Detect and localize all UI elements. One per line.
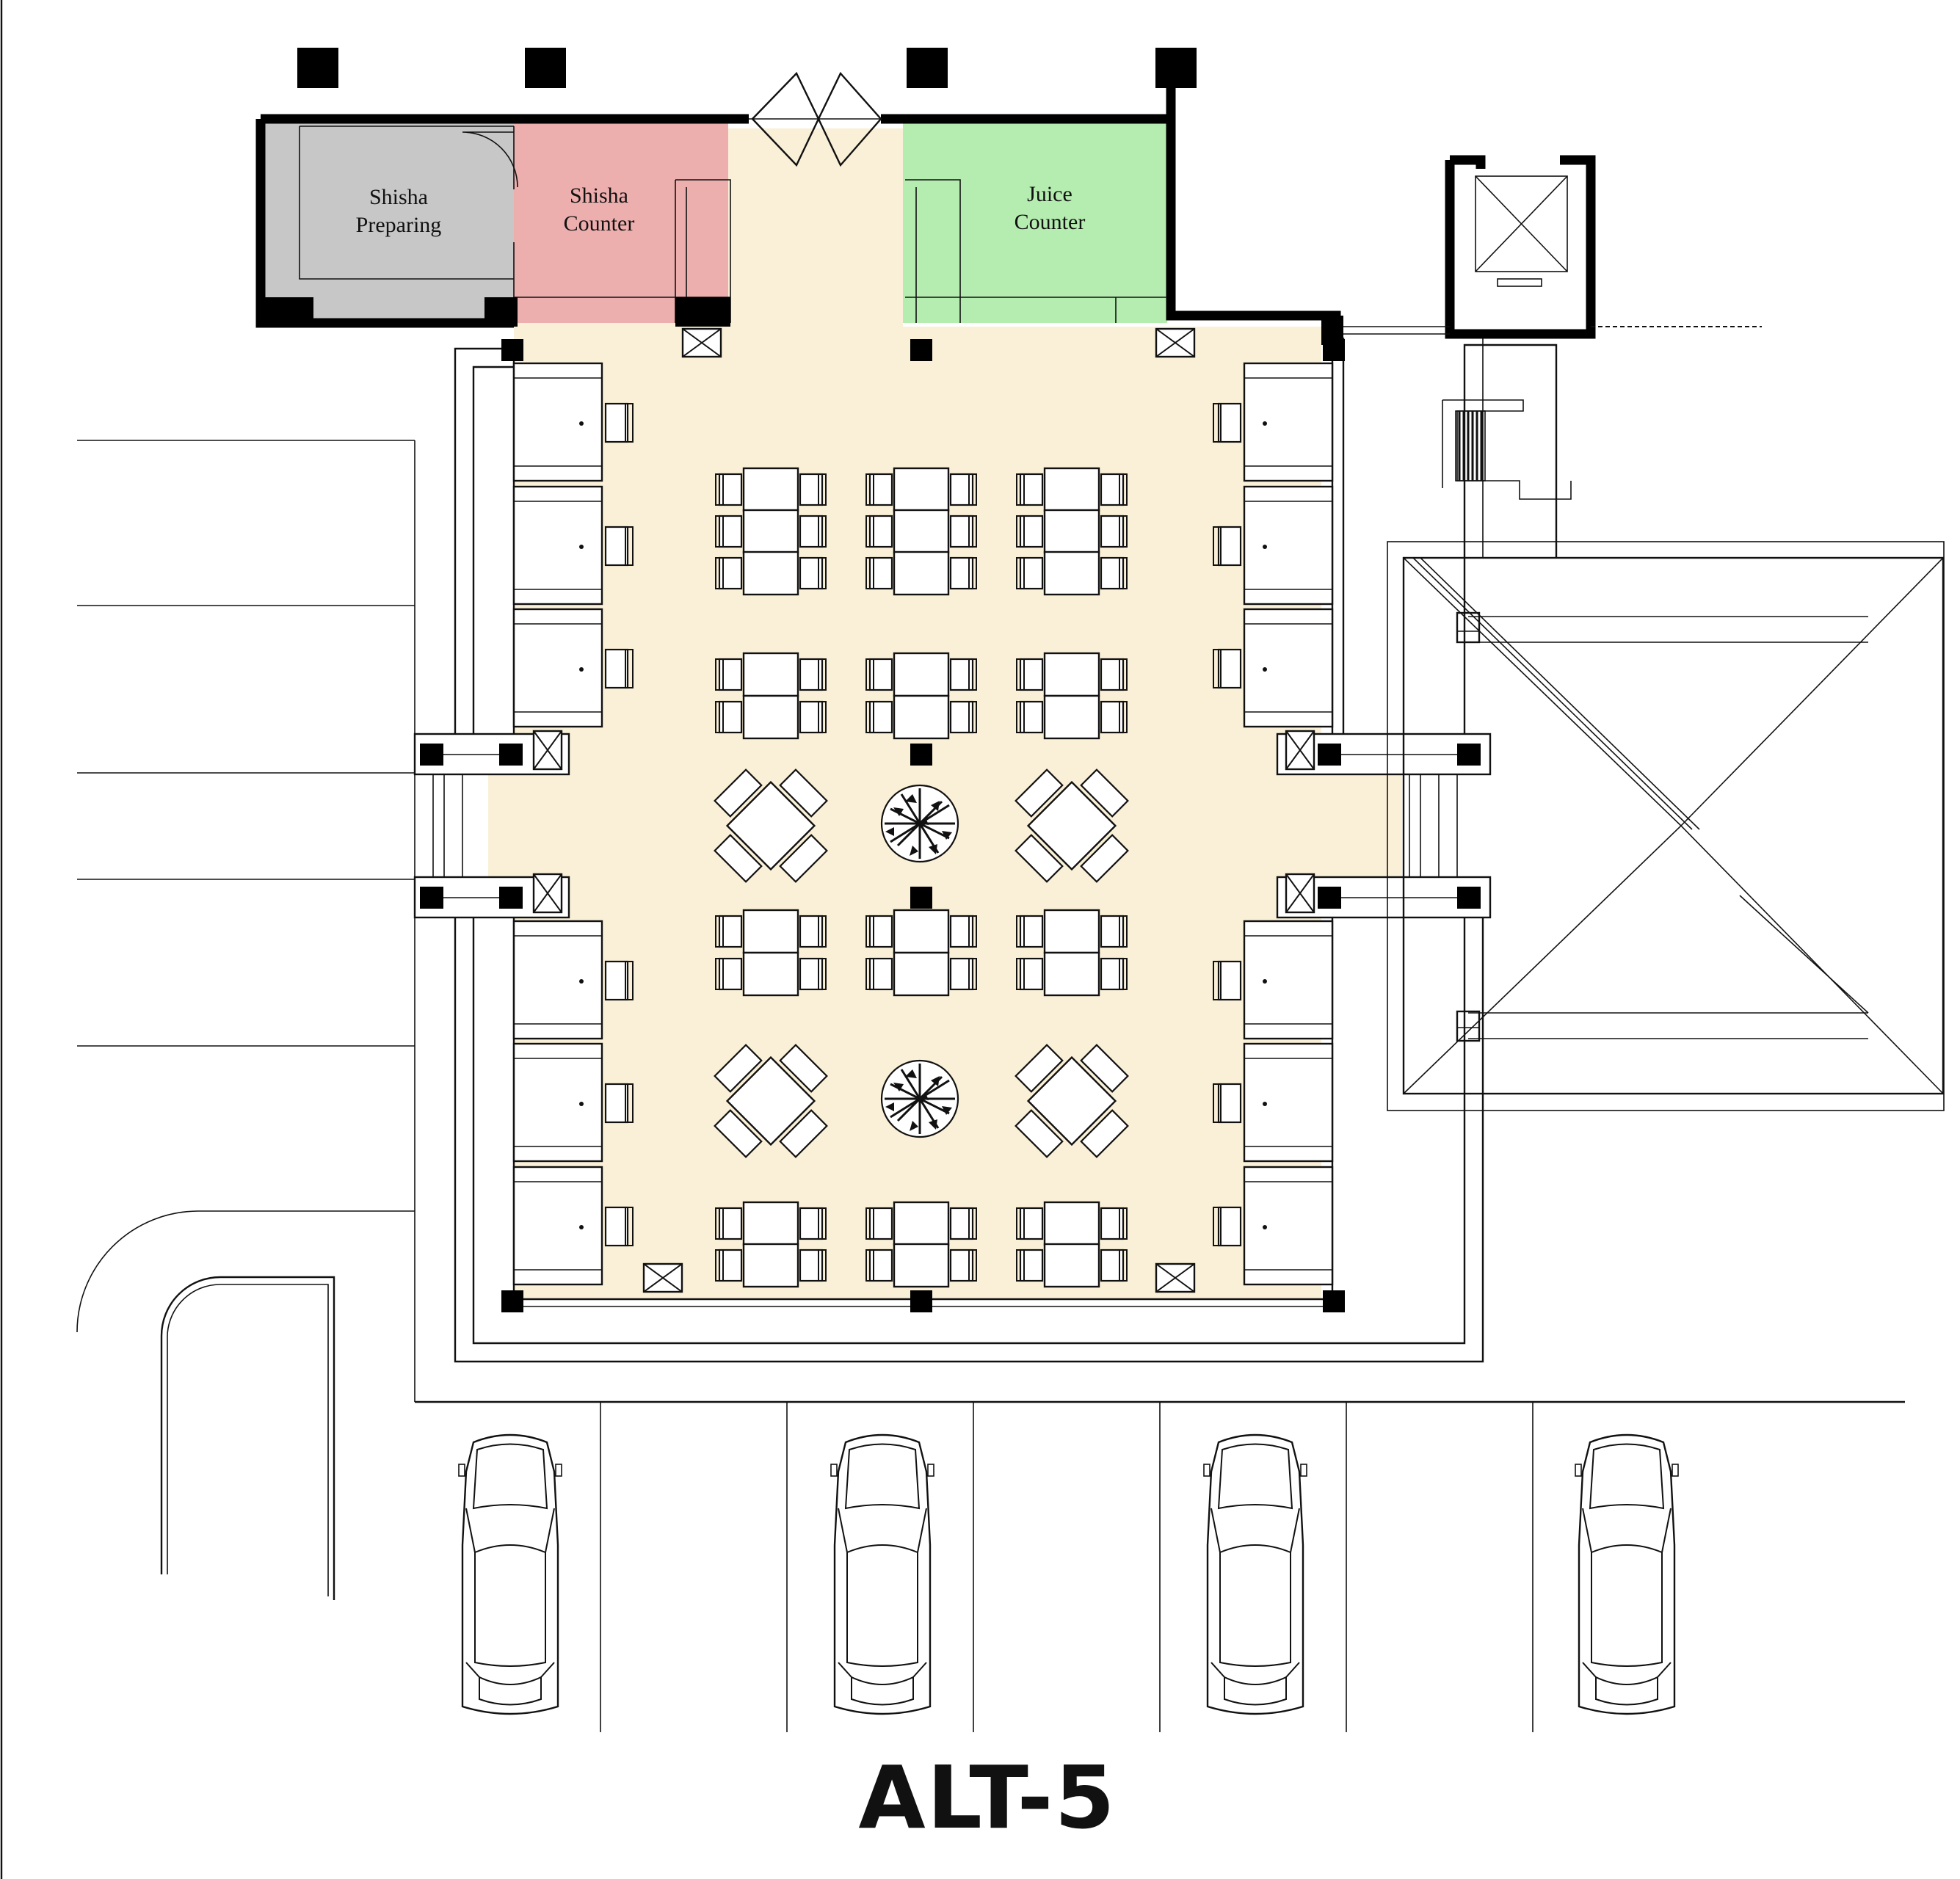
parking-lot — [415, 1400, 1905, 1732]
shisha-preparing-room — [261, 123, 514, 323]
street-lines — [76, 440, 415, 1600]
west-entrance — [413, 730, 570, 919]
shisha-preparing-label-2: Preparing — [356, 213, 442, 237]
shisha-preparing-label-1: Shisha — [369, 185, 428, 209]
juice-counter-label-2: Counter — [1015, 210, 1086, 234]
shisha-counter-label-1: Shisha — [570, 183, 628, 208]
juice-counter-room — [903, 123, 1167, 323]
east-entrance — [1276, 730, 1492, 919]
column-icon — [261, 48, 1343, 345]
double-door-icon — [749, 71, 882, 167]
elevator-icon — [1343, 155, 1762, 339]
floor-columns — [501, 339, 1345, 1312]
car-icon — [457, 1433, 1680, 1715]
plan-title: ALT-5 — [858, 1747, 1116, 1848]
adjacent-roof — [1387, 541, 1945, 1111]
shisha-counter-label-2: Counter — [564, 211, 635, 236]
shisha-counter-room — [514, 123, 728, 323]
stairs-icon — [1442, 399, 1572, 500]
juice-counter-label-1: Juice — [1027, 182, 1072, 206]
